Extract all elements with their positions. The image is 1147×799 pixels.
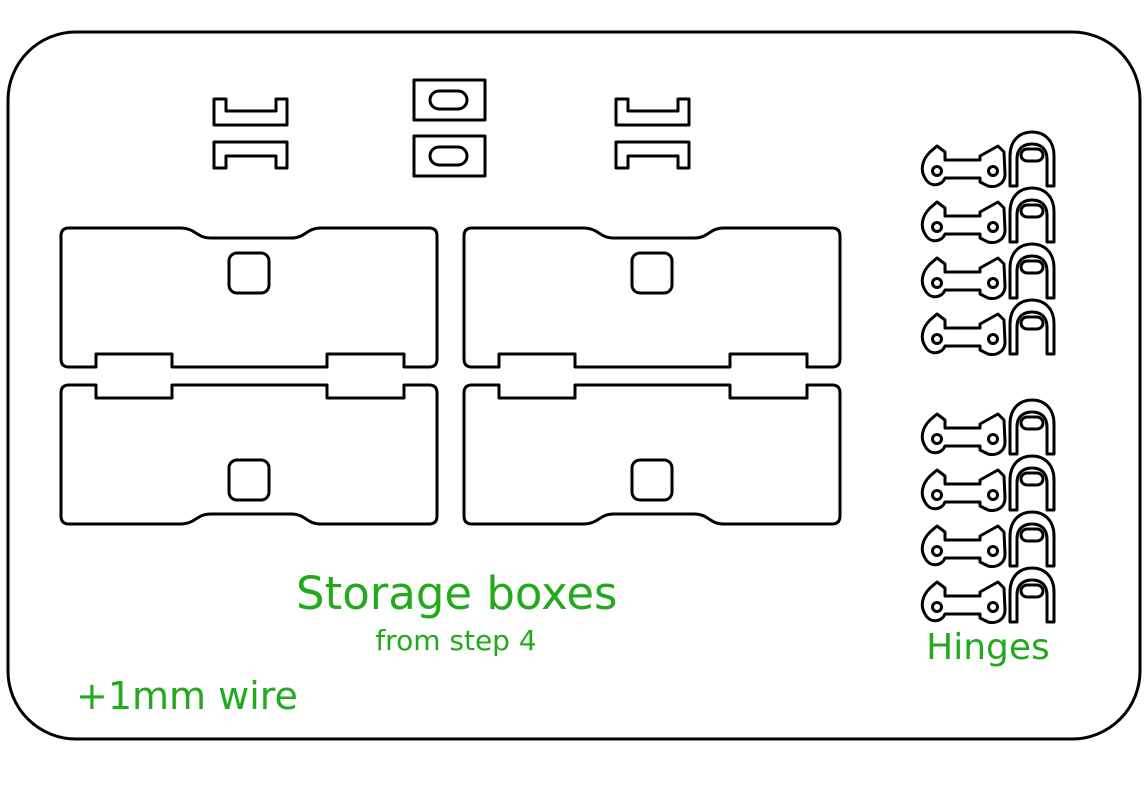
hinge-part (920, 510, 1056, 568)
hinge-bracket-slot (1019, 415, 1045, 431)
clip-part (614, 97, 691, 170)
hinge-group (920, 130, 1056, 624)
box-lid-panel (59, 226, 439, 369)
tab-part (412, 134, 487, 178)
box-base-panel (462, 383, 842, 526)
hinge-link (920, 580, 1007, 624)
tab-plate (412, 78, 487, 122)
hinge-bracket-slot (1019, 527, 1045, 543)
tab-plate (412, 134, 487, 178)
sheet-border (6, 30, 1142, 741)
hinge-bracket-slot (1019, 471, 1045, 487)
clip-top-piece (614, 97, 691, 127)
box-base-panel (59, 383, 439, 526)
hinge-link (920, 468, 1007, 512)
hinge-bracket-slot (1019, 147, 1045, 163)
hinge-hole-right (987, 165, 999, 177)
storage-boxes-subtitle: from step 4 (375, 624, 537, 657)
hinge-hole-left (931, 221, 943, 233)
storage-boxes-title: Storage boxes (296, 567, 618, 620)
hinge-bracket (1008, 242, 1056, 300)
hinge-hole-left (931, 489, 943, 501)
box-lid-window (227, 251, 271, 295)
tab-slot (428, 145, 469, 167)
hinge-hole-right (987, 601, 999, 613)
clip-group (212, 97, 691, 170)
box-base-window (630, 458, 674, 502)
hinge-bracket (1008, 454, 1056, 512)
box-lid-panel (462, 226, 842, 369)
hinge-hole-right (987, 221, 999, 233)
hinge-bracket (1008, 566, 1056, 624)
wire-label: +1mm wire (76, 674, 298, 718)
hinge-hole-left (931, 333, 943, 345)
hinge-part (920, 298, 1056, 356)
hinge-bracket-slot (1019, 259, 1045, 275)
storage-box (59, 226, 439, 526)
hinges-label: Hinges (926, 627, 1050, 668)
hinge-hole-right (987, 489, 999, 501)
hinge-link (920, 524, 1007, 568)
hinge-bracket (1008, 130, 1056, 188)
hinge-part (920, 566, 1056, 624)
tab-slot (428, 89, 469, 111)
hinge-link (920, 412, 1007, 456)
hinge-bracket-slot (1019, 315, 1045, 331)
hinge-hole-left (931, 545, 943, 557)
clip-part (212, 97, 289, 170)
hinge-bracket (1008, 186, 1056, 244)
hinge-hole-right (987, 433, 999, 445)
tab-part (412, 78, 487, 122)
hinge-hole-right (987, 545, 999, 557)
hinge-part (920, 242, 1056, 300)
hinge-part (920, 454, 1056, 512)
box-lid-window (630, 251, 674, 295)
hinge-hole-left (931, 601, 943, 613)
clip-bottom-piece (614, 140, 691, 170)
hinge-bracket-slot (1019, 203, 1045, 219)
hinge-part (920, 186, 1056, 244)
storage-box-group (59, 226, 842, 526)
hinge-bracket (1008, 398, 1056, 456)
storage-box (462, 226, 842, 526)
hinge-bracket-slot (1019, 583, 1045, 599)
clip-top-piece (212, 97, 289, 127)
hinge-bracket (1008, 510, 1056, 568)
hinge-part (920, 130, 1056, 188)
hinge-hole-left (931, 165, 943, 177)
hinge-hole-left (931, 277, 943, 289)
hinge-link (920, 312, 1007, 356)
hinge-bracket (1008, 298, 1056, 356)
hinge-part (920, 398, 1056, 456)
hinge-hole-left (931, 433, 943, 445)
clip-bottom-piece (212, 140, 289, 170)
hinge-link (920, 144, 1007, 188)
hinge-hole-right (987, 277, 999, 289)
hinge-link (920, 256, 1007, 300)
box-base-window (227, 458, 271, 502)
tab-group (412, 78, 487, 178)
hinge-link (920, 200, 1007, 244)
hinge-hole-right (987, 333, 999, 345)
